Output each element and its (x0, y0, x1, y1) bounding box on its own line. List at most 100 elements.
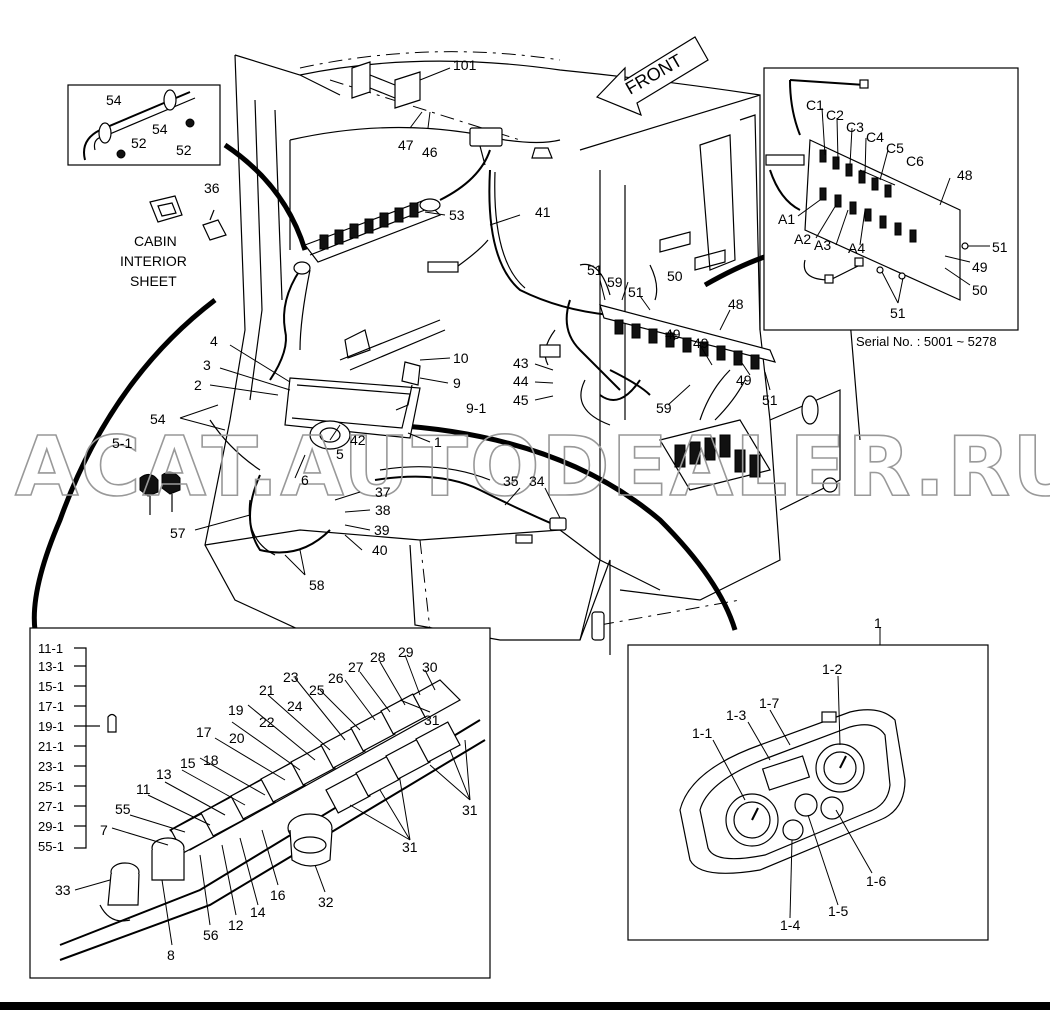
label-34: 34 (529, 473, 545, 489)
label-27-1: 27-1 (38, 799, 64, 814)
label-26: 26 (328, 670, 344, 686)
label-49-b: 49 (693, 335, 709, 351)
label-54-main: 54 (150, 411, 166, 427)
label-25-1: 25-1 (38, 779, 64, 794)
label-45: 45 (513, 392, 529, 408)
label-10: 10 (453, 350, 469, 366)
label-21-1: 21-1 (38, 739, 64, 754)
label-49-a: 49 (665, 326, 681, 342)
label-35: 35 (503, 473, 519, 489)
label-11: 11 (136, 781, 151, 797)
label-52-inset-b: 52 (176, 142, 192, 158)
label-A4: A4 (848, 240, 865, 256)
label-29-1: 29-1 (38, 819, 64, 834)
cabin-note-line2: INTERIOR (120, 253, 187, 269)
switch-panel-detail (29, 627, 491, 979)
label-41: 41 (535, 204, 551, 220)
cabin-interior-sheet-parts (149, 195, 227, 241)
relay-bracket-48 (599, 304, 777, 370)
label-31-b: 31 (462, 802, 478, 818)
label-C4: C4 (866, 129, 884, 145)
main-part-labels: 101 47 46 54 54 52 52 36 53 41 4 3 2 54 … (106, 57, 778, 593)
label-3: 3 (203, 357, 211, 373)
label-C2: C2 (826, 107, 844, 123)
label-20: 20 (229, 730, 245, 746)
label-55-1: 55-1 (38, 839, 64, 854)
label-49-inset: 49 (972, 259, 988, 275)
fuse-box (659, 419, 771, 491)
label-25: 25 (309, 682, 325, 698)
label-12: 12 (228, 917, 244, 933)
label-17-1: 17-1 (38, 699, 64, 714)
label-33: 33 (55, 882, 71, 898)
label-29: 29 (398, 644, 414, 660)
wiring-harness (209, 61, 777, 556)
leader-lines (74, 67, 990, 946)
label-59-a: 59 (607, 274, 623, 290)
label-28: 28 (370, 649, 386, 665)
label-51-inset-b: 51 (890, 305, 906, 321)
label-24: 24 (287, 698, 303, 714)
label-54-inset-a: 54 (106, 92, 122, 108)
label-1-7: 1-7 (759, 695, 779, 711)
switch-panel-labels: 11-1 13-1 15-1 17-1 19-1 21-1 23-1 25-1 … (38, 641, 478, 963)
relay-block-53 (293, 198, 442, 275)
watermark: ACAT.AUTODEALER.RU (15, 420, 1050, 515)
label-15: 15 (180, 755, 196, 771)
label-31-a: 31 (402, 839, 418, 855)
cabin-note-line1: CABIN (134, 233, 177, 249)
label-6: 6 (301, 472, 309, 488)
label-7: 7 (100, 822, 108, 838)
label-27: 27 (348, 659, 364, 675)
switch-row (170, 693, 461, 854)
label-51-c: 51 (762, 392, 778, 408)
label-58: 58 (309, 577, 325, 593)
cabin-structure (204, 51, 861, 666)
label-5-1: 5-1 (112, 435, 132, 451)
console-instrument-cluster (284, 361, 421, 450)
label-40: 40 (372, 542, 388, 558)
label-1-3: 1-3 (726, 707, 746, 723)
label-9: 9 (453, 375, 461, 391)
label-51-inset-a: 51 (992, 239, 1008, 255)
label-51-a: 51 (587, 262, 603, 278)
label-19-1: 19-1 (38, 719, 64, 734)
label-1-1: 1-1 (692, 725, 712, 741)
inset-grommet-detail (67, 84, 221, 166)
label-18: 18 (203, 752, 219, 768)
inset-relay-bracket-detail (763, 67, 1019, 331)
cluster-labels: 1 1-2 1-7 1-3 1-1 1-6 1-5 1-4 (692, 615, 886, 933)
label-A2: A2 (794, 231, 811, 247)
label-8: 8 (167, 947, 175, 963)
label-1-6: 1-6 (866, 873, 886, 889)
ignition-keys (139, 471, 181, 515)
label-13: 13 (156, 766, 172, 782)
label-23: 23 (283, 669, 299, 685)
label-47: 47 (398, 137, 414, 153)
serial-number-note: Serial No. : 5001 ~ 5278 (856, 334, 997, 349)
label-1-main: 1 (434, 434, 442, 450)
label-53: 53 (449, 207, 465, 223)
label-43: 43 (513, 355, 529, 371)
label-30: 30 (422, 659, 438, 675)
label-55: 55 (115, 801, 131, 817)
label-59-b: 59 (656, 400, 672, 416)
label-38: 38 (375, 502, 391, 518)
label-48-inset: 48 (957, 167, 973, 183)
label-1-2: 1-2 (822, 661, 842, 677)
label-49-c: 49 (736, 372, 752, 388)
label-22: 22 (259, 714, 275, 730)
label-16: 16 (270, 887, 286, 903)
label-9-1: 9-1 (466, 400, 486, 416)
label-4: 4 (210, 333, 218, 349)
leader-arcs (31, 142, 771, 631)
label-A3: A3 (814, 237, 831, 253)
label-2: 2 (194, 377, 202, 393)
label-19: 19 (228, 702, 244, 718)
label-1-5: 1-5 (828, 903, 848, 919)
label-C3: C3 (846, 119, 864, 135)
label-51-b: 51 (628, 284, 644, 300)
cabin-note-line3: SHEET (130, 273, 177, 289)
label-14: 14 (250, 904, 266, 920)
